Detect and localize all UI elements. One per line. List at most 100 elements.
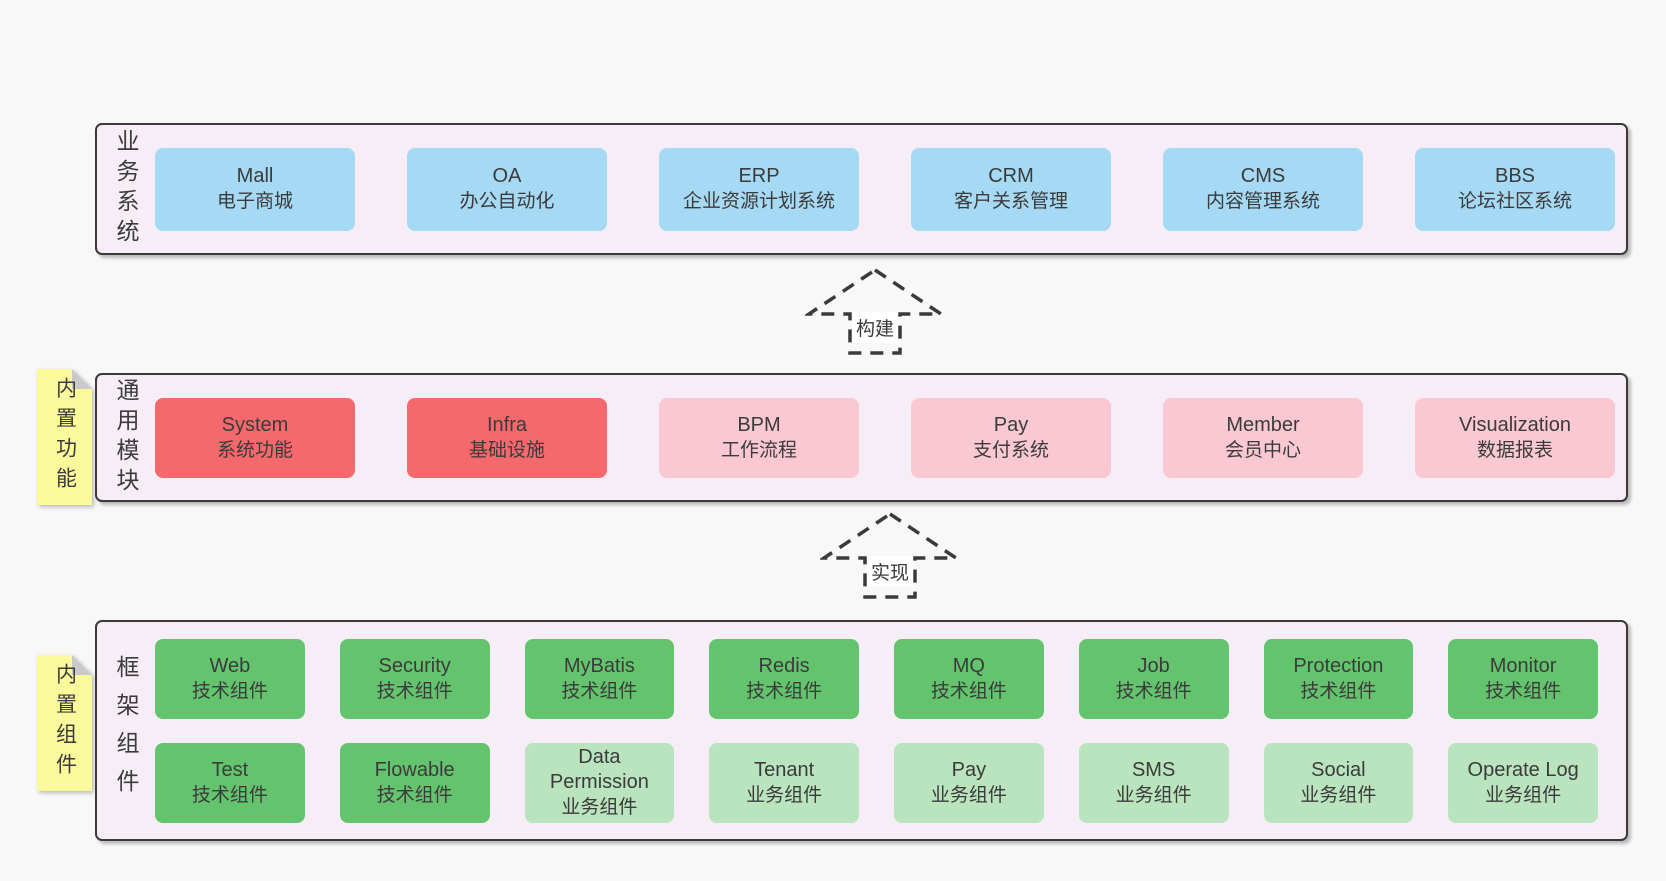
box-security: Security 技术组件: [339, 638, 490, 719]
box-title: Flowable: [374, 758, 455, 781]
box-mq: MQ 技术组件: [894, 638, 1044, 719]
box-title: ERP: [738, 165, 780, 187]
box-title: MQ: [952, 654, 985, 677]
box-monitor: Monitor 技术组件: [1448, 638, 1598, 719]
layer-business-label: 业务系统: [113, 129, 139, 249]
box-pay-business: Pay 业务组件: [894, 742, 1044, 823]
box-subtitle: 技术组件: [191, 680, 268, 702]
box-subtitle: 数据报表: [1476, 439, 1553, 461]
box-web: Web 技术组件: [155, 638, 305, 719]
tag-builtin-components: 内置组件: [37, 655, 92, 791]
framework-boxes-grid: Web 技术组件 Security 技术组件 MyBatis 技术组件 Redi…: [155, 622, 1626, 839]
box-title: Security: [378, 654, 451, 677]
box-subtitle: 技术组件: [561, 680, 638, 702]
box-subtitle: 技术组件: [376, 680, 453, 702]
box-title: BBS: [1494, 165, 1536, 187]
box-title: Pay: [993, 413, 1029, 436]
box-subtitle: 业务组件: [561, 797, 638, 818]
box-subtitle: 技术组件: [376, 784, 453, 806]
box-redis: Redis 技术组件: [709, 638, 859, 719]
box-mall: Mall 电子商城: [155, 147, 355, 231]
tag-text-wrap: 内置组件: [37, 655, 92, 790]
box-subtitle: 技术组件: [746, 680, 823, 702]
box-title: Operate Log: [1467, 758, 1579, 781]
box-subtitle: 论坛社区系统: [1457, 191, 1572, 212]
box-subtitle: 业务组件: [1300, 784, 1377, 806]
arrow-build: 构建: [805, 266, 945, 356]
box-crm: CRM 客户关系管理: [911, 147, 1111, 231]
box-title: Data Permission: [549, 746, 649, 793]
box-system: System 系统功能: [155, 397, 355, 478]
box-subtitle: 技术组件: [1115, 680, 1192, 702]
box-title: CMS: [1240, 165, 1286, 187]
box-subtitle: 业务组件: [1115, 784, 1192, 806]
sticky-note-icon: [37, 369, 92, 505]
box-oa: OA 办公自动化: [407, 147, 607, 231]
box-title: Job: [1137, 654, 1170, 677]
up-arrow-icon: [805, 267, 945, 355]
box-tenant: Tenant 业务组件: [709, 742, 859, 823]
box-subtitle: 电子商城: [216, 191, 293, 212]
box-subtitle: 会员中心: [1224, 439, 1301, 461]
box-flowable: Flowable 技术组件: [339, 742, 490, 823]
box-social: Social 业务组件: [1263, 742, 1414, 823]
up-arrow-icon: [820, 511, 960, 599]
box-title: Member: [1226, 413, 1300, 436]
box-title: CRM: [988, 165, 1034, 187]
box-sms: SMS 业务组件: [1078, 742, 1229, 823]
arrow-implement: 实现: [820, 510, 960, 600]
layer-framework-components: 框架组件 Web 技术组件 Security 技术组件 MyBatis 技术组件…: [95, 620, 1628, 841]
business-boxes-row: Mall 电子商城 OA 办公自动化 ERP 企业资源计划系统 CRM 客户关系…: [155, 125, 1626, 253]
box-subtitle: 工作流程: [720, 439, 797, 461]
box-bbs: BBS 论坛社区系统: [1415, 147, 1615, 231]
box-subtitle: 系统功能: [216, 439, 293, 461]
box-subtitle: 技术组件: [191, 784, 268, 806]
box-title: Pay: [951, 758, 987, 781]
box-mybatis: MyBatis 技术组件: [524, 638, 675, 719]
box-infra: Infra 基础设施: [407, 397, 607, 478]
layer-framework-label: 框架组件: [113, 654, 139, 807]
box-erp: ERP 企业资源计划系统: [659, 147, 859, 231]
box-title: Infra: [486, 413, 528, 436]
box-title: Tenant: [754, 758, 815, 781]
box-subtitle: 企业资源计划系统: [682, 191, 835, 212]
layer-label-wrap: 通用模块: [97, 375, 155, 500]
tag-builtin-features: 内置功能: [37, 369, 92, 505]
box-title: Visualization: [1459, 413, 1571, 436]
box-bpm: BPM 工作流程: [659, 397, 859, 478]
sticky-note-icon: [37, 655, 92, 791]
box-job: Job 技术组件: [1078, 638, 1229, 719]
box-subtitle: 内容管理系统: [1205, 191, 1320, 212]
box-title: SMS: [1131, 758, 1176, 781]
layer-business-systems: 业务系统 Mall 电子商城 OA 办公自动化 ERP 企业资源计划系统 CRM…: [95, 123, 1628, 255]
layer-label-wrap: 框架组件: [97, 622, 155, 839]
box-operate-log: Operate Log 业务组件: [1448, 742, 1598, 823]
box-subtitle: 办公自动化: [459, 191, 555, 212]
box-subtitle: 业务组件: [930, 784, 1007, 806]
box-member: Member 会员中心: [1163, 397, 1363, 478]
box-title: Protection: [1293, 654, 1384, 677]
box-title: Web: [209, 654, 251, 677]
box-subtitle: 基础设施: [468, 439, 545, 461]
box-subtitle: 技术组件: [930, 680, 1007, 702]
box-cms: CMS 内容管理系统: [1163, 147, 1363, 231]
box-title: Monitor: [1489, 654, 1557, 677]
box-subtitle: 支付系统: [972, 439, 1049, 461]
box-title: MyBatis: [563, 654, 635, 677]
tag-builtin-components-label: 内置组件: [53, 662, 77, 783]
box-subtitle: 技术组件: [1300, 680, 1377, 702]
box-title: OA: [492, 165, 522, 187]
layer-label-wrap: 业务系统: [97, 125, 155, 253]
box-title: Redis: [758, 654, 810, 677]
box-test: Test 技术组件: [155, 742, 305, 823]
box-data-permission: Data Permission 业务组件: [524, 742, 675, 823]
modules-boxes-row: System 系统功能 Infra 基础设施 BPM 工作流程 Pay 支付系统…: [155, 375, 1626, 500]
framework-row-1: Web 技术组件 Security 技术组件 MyBatis 技术组件 Redi…: [155, 638, 1598, 719]
box-title: BPM: [737, 413, 781, 436]
box-subtitle: 业务组件: [746, 784, 823, 806]
tag-text-wrap: 内置功能: [37, 369, 92, 505]
layer-modules-label: 通用模块: [113, 377, 139, 498]
box-subtitle: 客户关系管理: [953, 191, 1068, 212]
framework-row-2: Test 技术组件 Flowable 技术组件 Data Permission …: [155, 742, 1598, 823]
